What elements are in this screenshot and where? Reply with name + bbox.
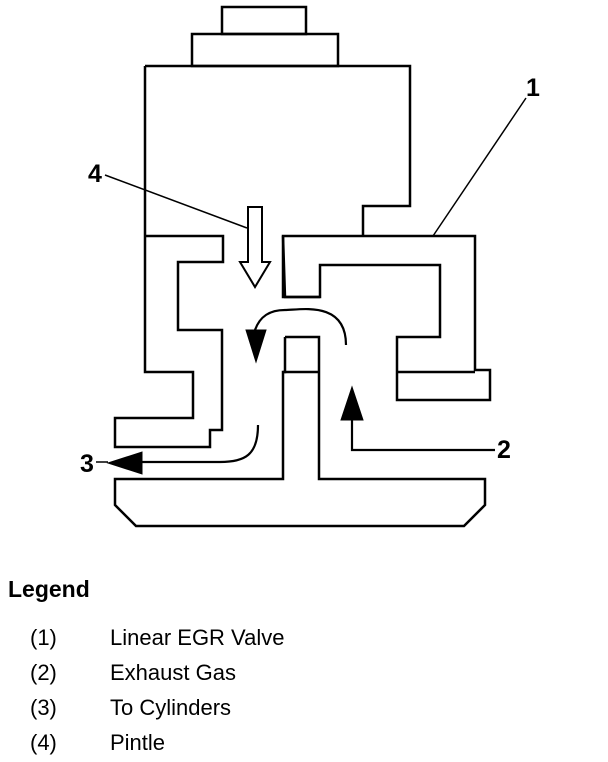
callout-1-leader <box>432 97 527 237</box>
legend-item-label: To Cylinders <box>110 695 232 720</box>
callout-3: 3 <box>80 450 94 478</box>
valve-body-right-wall <box>281 234 492 402</box>
callout-1: 1 <box>526 74 540 102</box>
legend-title: Legend <box>8 576 90 602</box>
legend-item: (3) To Cylinders <box>8 690 568 725</box>
upper-cap <box>190 32 340 68</box>
exhaust-inlet-line <box>350 420 495 452</box>
legend-item-number: (4) <box>30 730 57 755</box>
exhaust-flow-curve <box>253 307 348 346</box>
legend-item: (1) Linear EGR Valve <box>8 620 568 655</box>
valve-body-left-wall <box>113 66 225 449</box>
callout-2: 2 <box>497 436 511 464</box>
pintle-down-arrow <box>238 206 272 289</box>
legend-item-label: Exhaust Gas <box>110 660 236 685</box>
exhaust-flow-out-curve <box>125 424 260 464</box>
legend-item-label: Pintle <box>110 730 166 755</box>
legend-item: (2) Exhaust Gas <box>8 655 568 690</box>
legend-item-number: (3) <box>30 695 57 720</box>
flow-arrowhead-up <box>340 385 364 421</box>
solenoid-housing <box>145 64 412 236</box>
egr-valve-diagram: 1 2 3 4 <box>80 5 540 528</box>
flow-arrowhead-down <box>245 329 267 364</box>
callout-4: 4 <box>88 160 102 188</box>
legend-item-number: (2) <box>30 660 57 685</box>
legend-item-number: (1) <box>30 625 57 650</box>
flow-arrowhead-left <box>106 451 143 475</box>
top-cap <box>220 5 308 36</box>
legend-item: (4) Pintle <box>8 725 568 760</box>
legend: Legend (1) Linear EGR Valve (2) Exhaust … <box>8 575 568 760</box>
callout-4-leader <box>104 174 248 229</box>
legend-item-label: Linear EGR Valve <box>110 625 285 650</box>
pintle <box>113 335 487 528</box>
pintle-seat <box>281 236 320 299</box>
